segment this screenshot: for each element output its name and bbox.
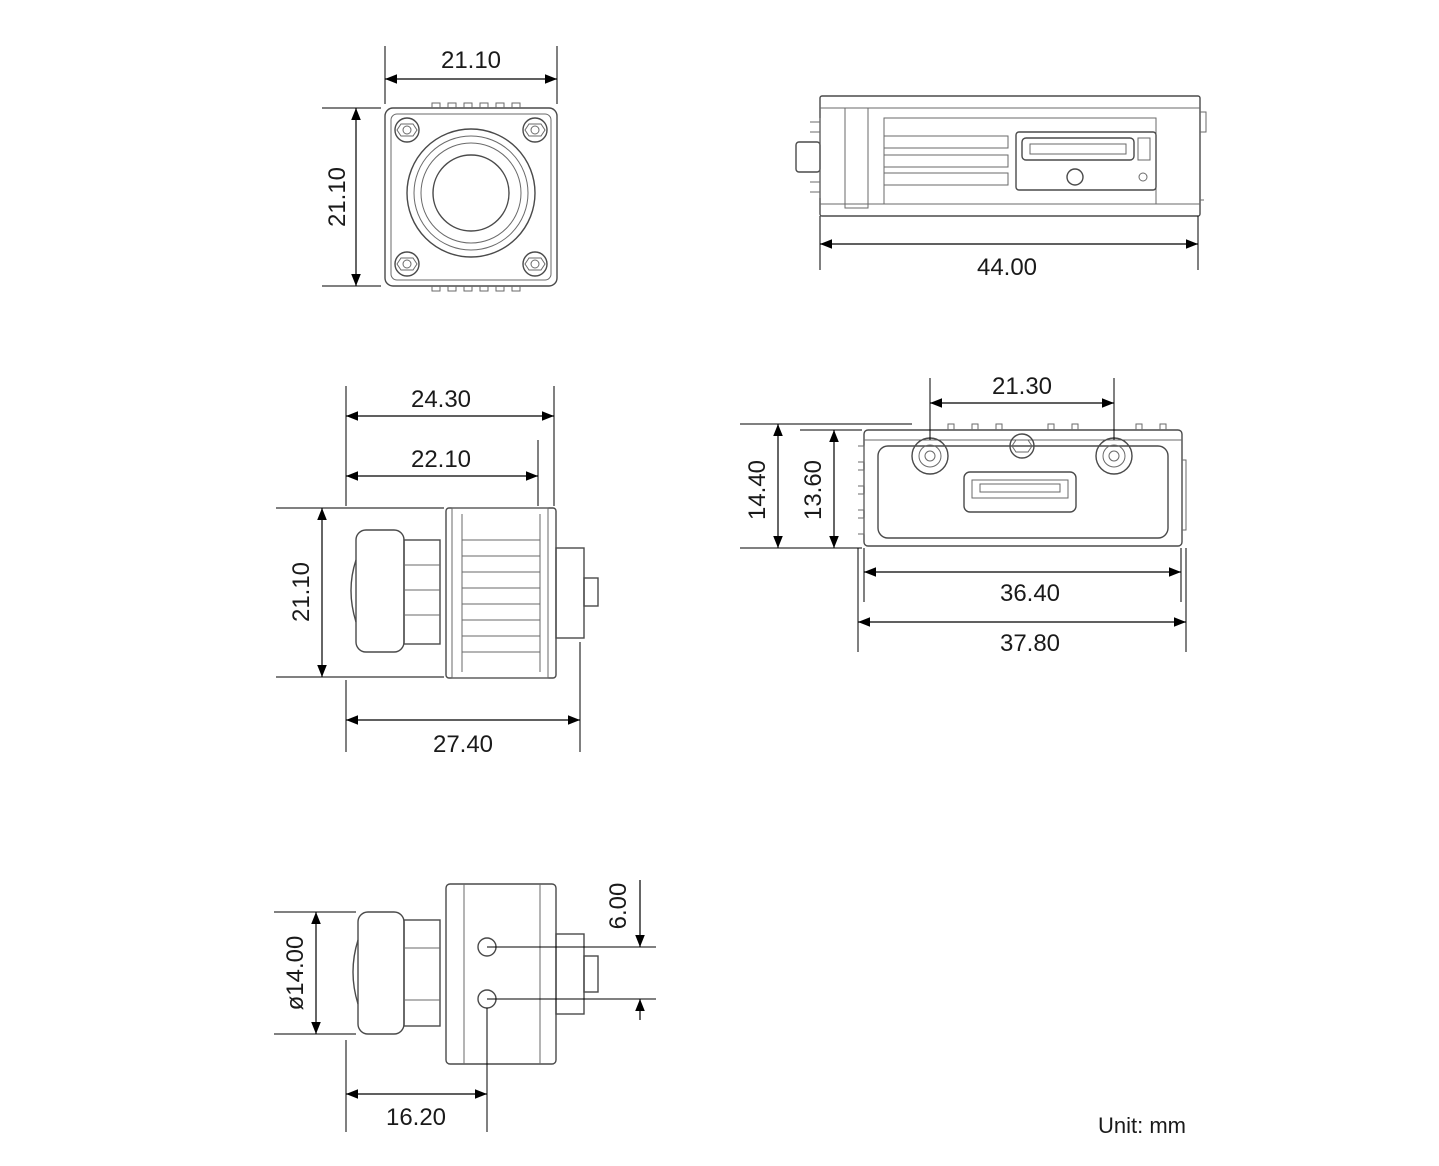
- top-view: 44.00: [795, 95, 1207, 281]
- front-view: 21.10 21.10: [322, 46, 558, 292]
- side-height-label: 21.10: [288, 562, 315, 622]
- unit-label: Unit: mm: [1098, 1113, 1186, 1138]
- rear-connector-spacing-label: 21.30: [992, 373, 1052, 400]
- bottom-view: ø14.00 6.00 16.20: [274, 880, 656, 1132]
- rear-height-2-label: 13.60: [800, 460, 827, 520]
- bottom-diameter-label: ø14.00: [282, 936, 309, 1011]
- rear-top-ridges: [947, 423, 1167, 430]
- bottom-offset-label: 16.20: [386, 1104, 446, 1131]
- rear-antenna-right: [1095, 437, 1133, 475]
- side-length-label: 27.40: [433, 731, 493, 758]
- side-width-1-label: 24.30: [411, 386, 471, 413]
- side-width-2-label: 22.10: [411, 446, 471, 473]
- rear-height-1-label: 14.40: [744, 460, 771, 520]
- front-screw-tr: [522, 117, 548, 143]
- rear-width-2-label: 37.80: [1000, 630, 1060, 657]
- front-ridges-top: [431, 102, 521, 292]
- front-width-label: 21.10: [441, 47, 501, 74]
- front-screw-br: [522, 251, 548, 277]
- rear-width-1-label: 36.40: [1000, 580, 1060, 607]
- rear-view: 21.30 14.40 13.60 36.40 37.80: [740, 373, 1187, 657]
- front-height-label: 21.10: [324, 167, 351, 227]
- front-screw-bl: [394, 251, 420, 277]
- top-length-label: 44.00: [977, 254, 1037, 281]
- front-screw-tl: [394, 117, 420, 143]
- rear-antenna-left: [911, 437, 949, 475]
- side-view: 24.30 22.10 21.10 27.40: [276, 386, 599, 758]
- rear-center-screw: [1009, 433, 1035, 459]
- side-fins: [462, 539, 540, 653]
- bottom-hole-spacing-label: 6.00: [605, 883, 632, 930]
